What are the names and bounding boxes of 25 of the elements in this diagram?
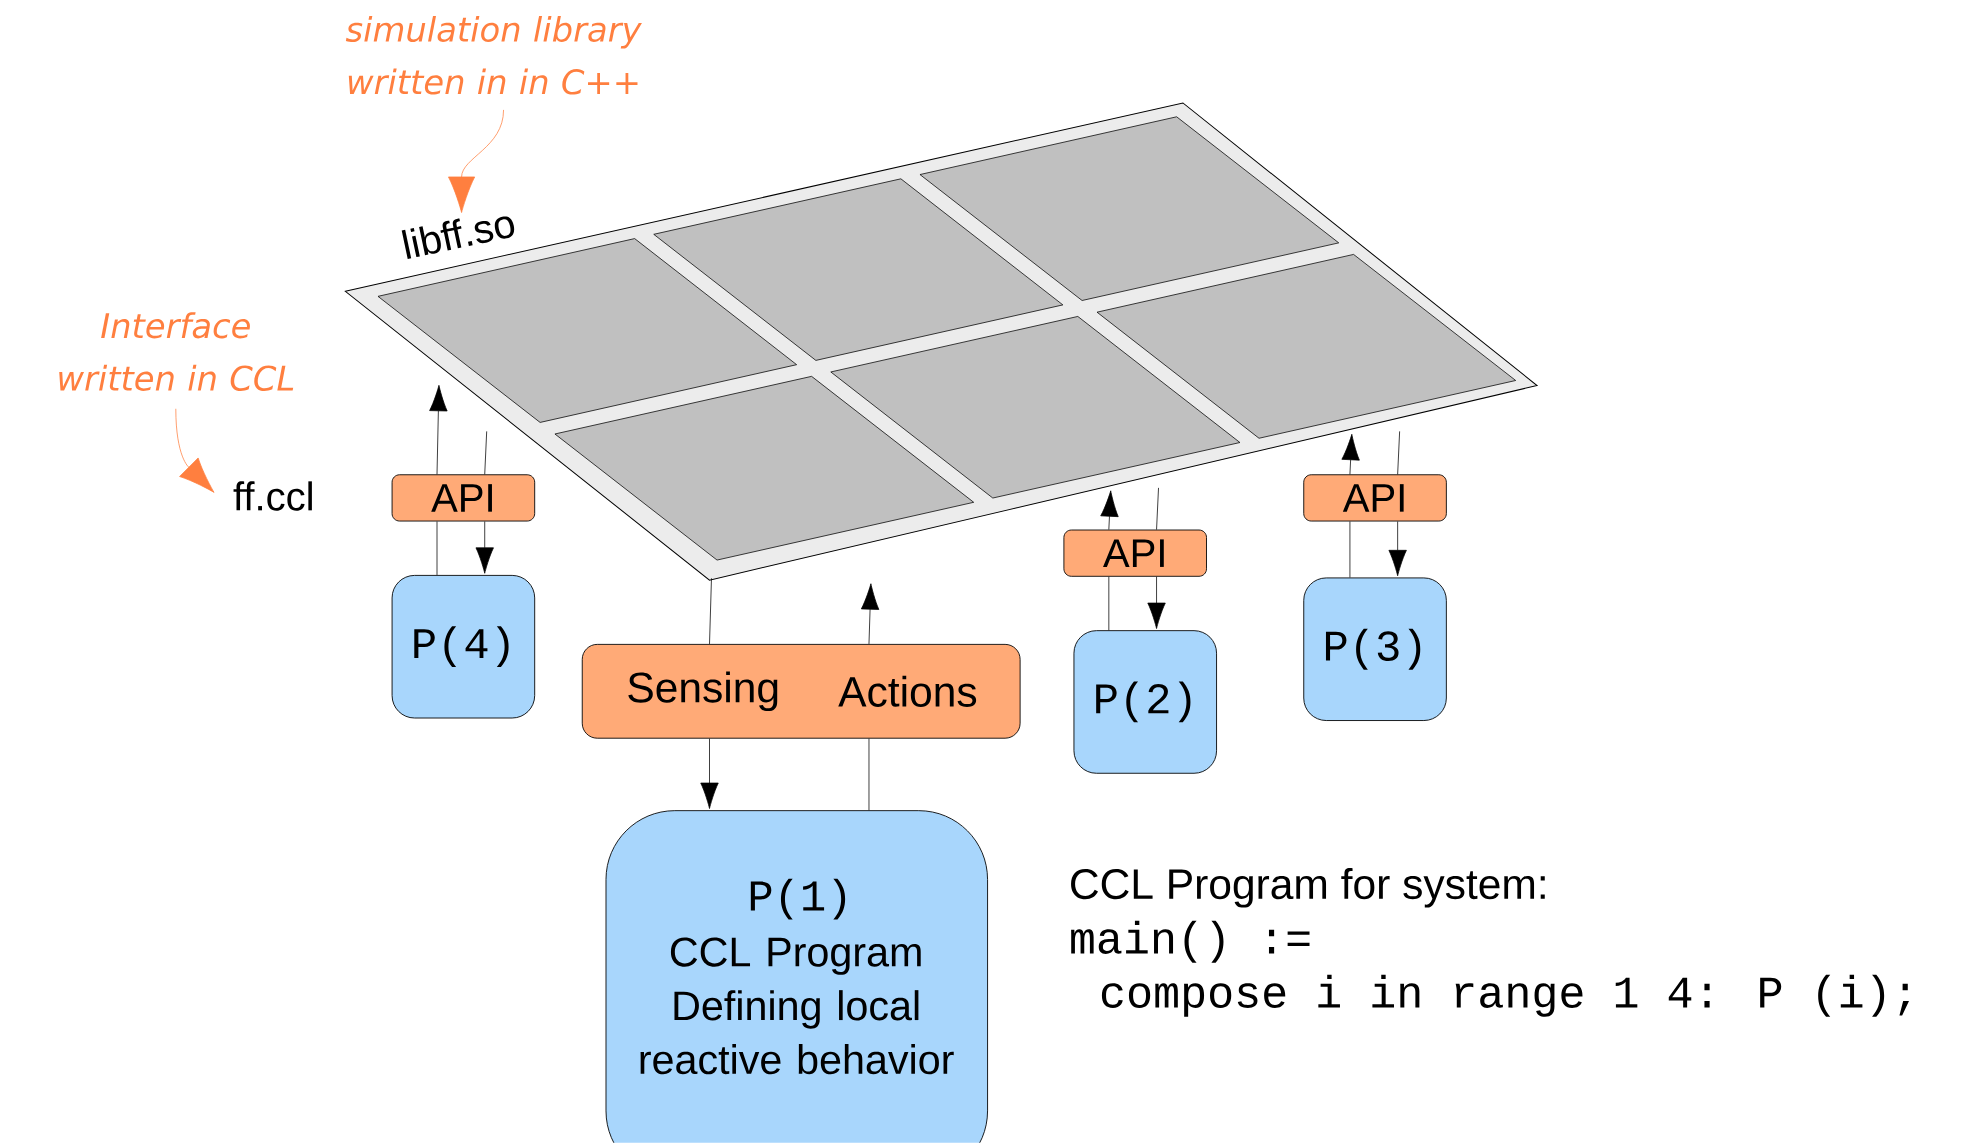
arrow: [860, 583, 880, 645]
platform-label: libff.so: [401, 216, 515, 260]
arrow: [700, 738, 719, 810]
file-label: ff.ccl: [233, 481, 312, 511]
api-box: API: [1063, 529, 1207, 577]
arrow: [1100, 490, 1119, 531]
process-box: P(2): [1073, 630, 1217, 774]
interface-box: Sensing Actions: [581, 644, 1021, 739]
code-heading: CCL Program for system:: [1071, 868, 1545, 908]
code-line: compose i in range 1 4: P (i);: [1101, 974, 1909, 1017]
process-box: P(4): [391, 575, 536, 719]
process-box: P(3): [1303, 577, 1447, 722]
arrow: [1341, 434, 1360, 475]
api-box: API: [391, 474, 536, 522]
annotation: simulation library written in in C++: [345, 16, 642, 95]
code-line: main() :=: [1071, 920, 1310, 963]
arrow: [1388, 521, 1407, 577]
arrow: [429, 385, 448, 475]
program-box: P(1) CCL Program Defining local reactive behavior: [605, 810, 988, 1143]
arrow: [1147, 576, 1166, 630]
api-box: API: [1303, 474, 1447, 522]
arrow: [448, 109, 504, 214]
arrow: [175, 408, 215, 493]
annotation: Interface written in CCL: [59, 312, 294, 392]
arrow: [475, 521, 494, 574]
